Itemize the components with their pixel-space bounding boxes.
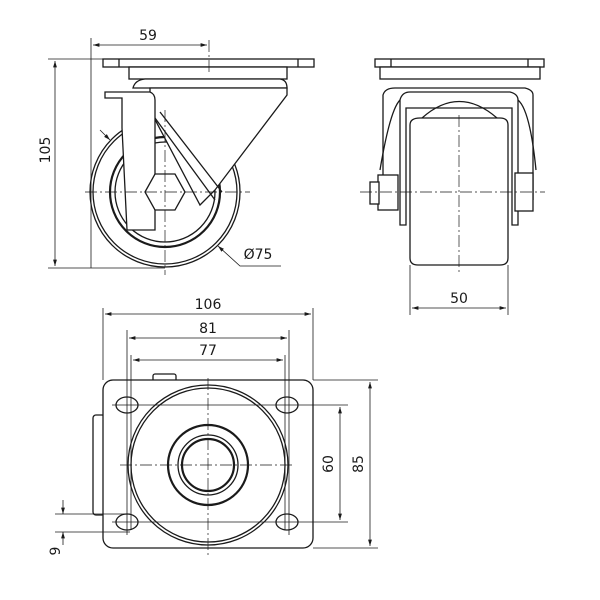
bottom-view: 106 81 77 60 85 9 xyxy=(48,297,378,555)
left-nut xyxy=(377,174,399,211)
dim-wheel-diameter: Ø75 xyxy=(244,247,273,263)
dim-height: 105 xyxy=(38,137,54,164)
dim-hole-spacing-inner: 77 xyxy=(199,343,217,359)
front-view: 50 xyxy=(360,58,545,315)
dim-plate-length: 85 xyxy=(351,455,367,473)
dim-hole-spacing-vertical: 60 xyxy=(321,455,337,473)
dim-plate-width: 106 xyxy=(195,297,222,313)
side-view: 59 105 Ø75 xyxy=(38,28,315,275)
dim-offset: 59 xyxy=(139,28,157,44)
dim-slot-width: 9 xyxy=(48,547,64,556)
fork-arm xyxy=(104,91,156,231)
top-plate xyxy=(102,58,315,68)
fork xyxy=(399,91,519,226)
dim-hole-spacing-outer: 81 xyxy=(199,321,217,337)
top-plate xyxy=(374,58,545,68)
dim-wheel-width: 50 xyxy=(450,291,468,307)
